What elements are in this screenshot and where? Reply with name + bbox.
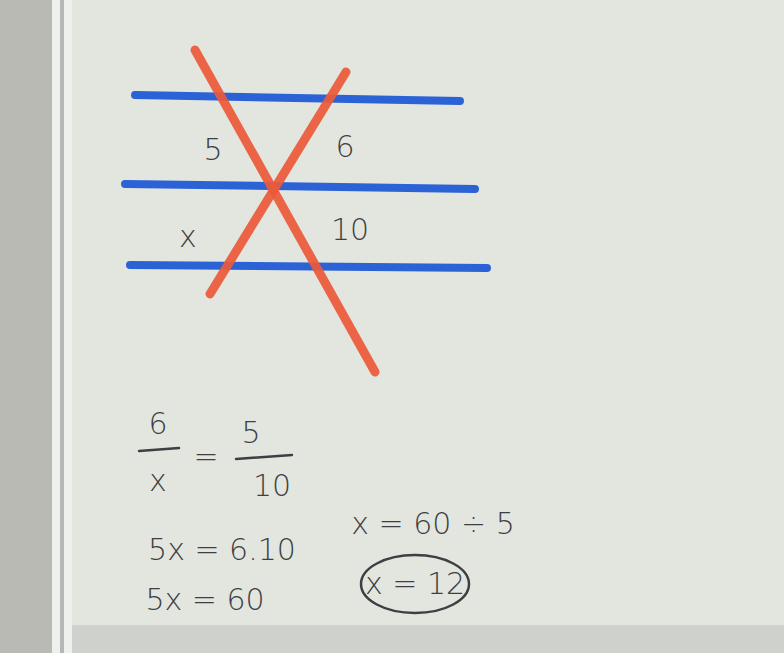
- parallel-line: [130, 265, 487, 268]
- fraction-bar: [236, 455, 292, 459]
- equation-text: 5: [241, 418, 260, 448]
- wall-edge: [0, 0, 52, 653]
- answer-circle: [361, 555, 469, 613]
- transversal-line: [195, 50, 375, 372]
- frame-groove: [60, 0, 64, 653]
- parallel-line: [125, 184, 475, 189]
- equation-text: x = 12: [365, 569, 465, 599]
- equation-text: 10: [253, 471, 291, 501]
- equation-text: =: [193, 442, 218, 472]
- fraction-bar: [139, 448, 179, 451]
- equation-text: 6: [148, 409, 167, 439]
- board-tray: [72, 625, 784, 653]
- board-frame: [52, 0, 72, 653]
- equation-text: x = 60 ÷ 5: [351, 509, 514, 539]
- segment-length: 10: [331, 215, 369, 245]
- equation-text: x: [149, 466, 167, 496]
- segment-length: x: [179, 222, 197, 252]
- segment-length: 5: [203, 135, 222, 165]
- segment-length: 6: [335, 132, 354, 162]
- transversal-line: [210, 72, 346, 294]
- equation-text: 5x = 60: [145, 585, 264, 615]
- parallel-line: [135, 95, 460, 101]
- board-surface: [72, 0, 784, 625]
- equation-text: 5x = 6.10: [148, 535, 296, 565]
